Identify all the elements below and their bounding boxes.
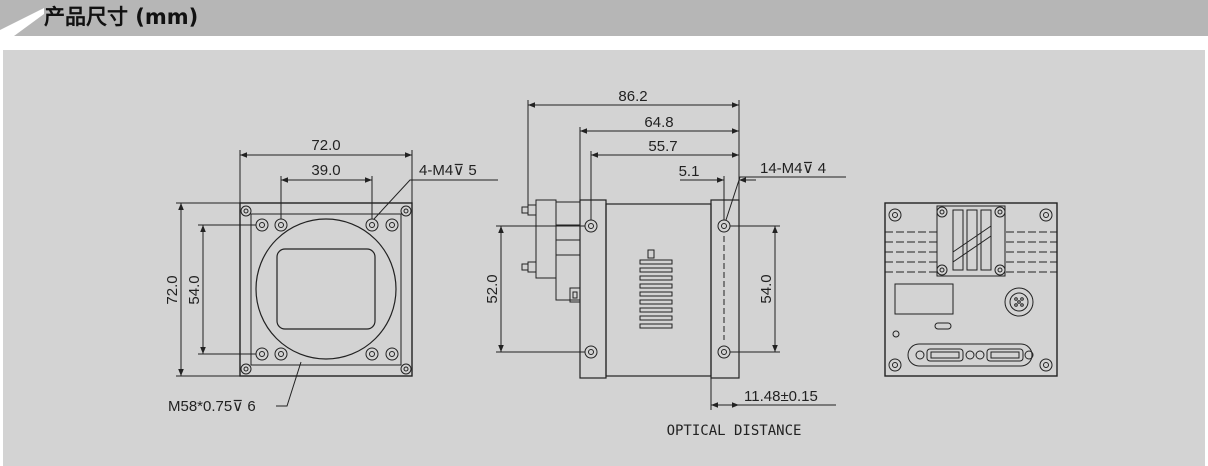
dim-optical-distance: 11.48±0.15 bbox=[744, 388, 818, 405]
optical-distance-label: OPTICAL DISTANCE bbox=[667, 423, 802, 439]
dim-front-mount-depth: 5 bbox=[468, 162, 476, 179]
dim-side-holes-spec: 14-M4 bbox=[760, 160, 803, 177]
dim-front-width: 72.0 bbox=[311, 137, 340, 154]
dim-optical-tolerance: 0.15 bbox=[789, 388, 818, 405]
dim-hole-offset: 5.1 bbox=[679, 163, 700, 180]
dim-side-height-right: 54.0 bbox=[758, 274, 775, 303]
dim-front-hole-spacing: 39.0 bbox=[311, 162, 340, 179]
dim-total-length: 86.2 bbox=[618, 88, 647, 105]
dim-front-mount-holes-spec: 4-M4 bbox=[419, 162, 453, 179]
dim-lens-mount-spec: M58*0.75 bbox=[168, 398, 232, 415]
dim-lens-mount: M58*0.75⊽ 6 bbox=[168, 398, 256, 415]
front-view bbox=[176, 150, 498, 407]
dim-optical-value: 11.48 bbox=[744, 388, 780, 405]
depth-symbol-icon: ⊽ bbox=[453, 162, 464, 179]
plus-minus-icon: ± bbox=[780, 388, 788, 405]
dim-lens-depth: 6 bbox=[247, 398, 255, 415]
dim-body-length: 64.8 bbox=[644, 114, 673, 131]
header-slash-icon bbox=[0, 0, 44, 36]
depth-symbol-icon: ⊽ bbox=[803, 160, 814, 177]
side-view bbox=[496, 100, 846, 410]
depth-symbol-icon: ⊽ bbox=[232, 398, 243, 415]
section-title: 产品尺寸 (mm) bbox=[44, 5, 199, 29]
dim-side-depth: 4 bbox=[818, 160, 826, 177]
dim-front-hole-height: 54.0 bbox=[186, 275, 203, 304]
dim-side-height-left: 52.0 bbox=[484, 274, 501, 303]
dim-front-height: 72.0 bbox=[164, 275, 181, 304]
rear-view bbox=[884, 202, 1058, 377]
section-header: 产品尺寸 (mm) bbox=[0, 0, 1208, 36]
dim-hole-position: 55.7 bbox=[648, 138, 677, 155]
dim-side-holes: 14-M4⊽ 4 bbox=[760, 160, 826, 177]
dim-front-mount-holes: 4-M4⊽ 5 bbox=[419, 162, 477, 179]
